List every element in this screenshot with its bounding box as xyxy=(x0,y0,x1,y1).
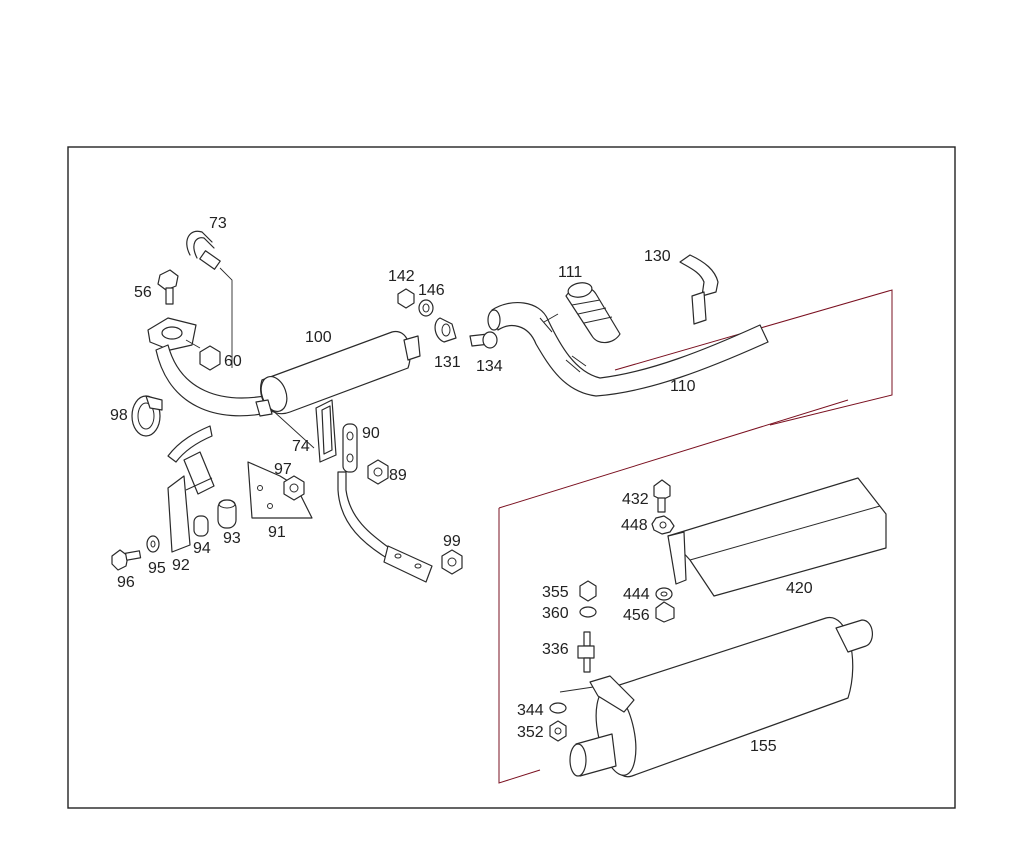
part-73-tube xyxy=(186,230,233,368)
part-355-nut xyxy=(579,580,597,602)
part-93-bushing xyxy=(217,499,237,529)
label-344: 344 xyxy=(517,702,544,719)
part-94-bushing xyxy=(193,515,209,537)
label-355: 355 xyxy=(542,584,569,601)
label-448: 448 xyxy=(621,517,648,534)
part-360-washer xyxy=(579,606,597,618)
label-92: 92 xyxy=(172,557,190,574)
label-130: 130 xyxy=(644,248,671,265)
label-95: 95 xyxy=(148,560,166,577)
part-456-nut xyxy=(655,601,675,623)
muffler-section-top-boundary xyxy=(498,399,849,509)
part-89-nut xyxy=(367,459,389,485)
label-155: 155 xyxy=(750,738,777,755)
label-56: 56 xyxy=(134,284,152,301)
part-134-bolt xyxy=(469,331,498,349)
label-93: 93 xyxy=(223,530,241,547)
part-95-washer xyxy=(146,535,160,553)
label-420: 420 xyxy=(786,580,813,597)
part-352-nut xyxy=(549,720,567,742)
part-155-muffler xyxy=(569,617,873,778)
part-146-washer xyxy=(418,299,434,317)
part-100-muffler xyxy=(255,331,421,417)
label-94: 94 xyxy=(193,540,211,557)
label-134: 134 xyxy=(476,358,503,375)
part-344-washer xyxy=(549,702,567,714)
label-146: 146 xyxy=(418,282,445,299)
part-444-washer xyxy=(655,587,673,601)
label-142: 142 xyxy=(388,268,415,285)
label-60: 60 xyxy=(224,353,242,370)
part-432-bolt xyxy=(653,479,671,513)
part-90-hanger xyxy=(337,423,433,583)
label-336: 336 xyxy=(542,641,569,658)
part-99-nut xyxy=(441,549,463,575)
muffler-section-boundary xyxy=(498,508,541,784)
diagram-frame xyxy=(67,146,956,809)
label-97: 97 xyxy=(274,461,292,478)
part-91-plate xyxy=(247,461,313,519)
label-73: 73 xyxy=(209,215,227,232)
label-91: 91 xyxy=(268,524,286,541)
part-420-heat-shield xyxy=(667,477,887,597)
label-98: 98 xyxy=(110,407,128,424)
label-432: 432 xyxy=(622,491,649,508)
label-89: 89 xyxy=(389,467,407,484)
label-456: 456 xyxy=(623,607,650,624)
part-131-clamp xyxy=(434,317,457,343)
part-56-bolt xyxy=(157,269,179,305)
part-448-washer xyxy=(651,515,675,535)
part-60-nut xyxy=(199,345,221,371)
label-131: 131 xyxy=(434,354,461,371)
rear-section-boundary xyxy=(614,289,893,426)
label-90: 90 xyxy=(362,425,380,442)
label-74: 74 xyxy=(292,438,310,455)
part-98-clamp xyxy=(131,395,163,437)
part-74-bracket xyxy=(269,399,337,463)
part-96-bolt xyxy=(111,549,142,571)
part-92-bracket xyxy=(167,425,215,553)
label-96: 96 xyxy=(117,574,135,591)
label-360: 360 xyxy=(542,605,569,622)
part-111-sleeve xyxy=(565,282,621,344)
label-352: 352 xyxy=(517,724,544,741)
part-142-nut xyxy=(397,288,415,309)
label-100: 100 xyxy=(305,329,332,346)
part-97-nut xyxy=(283,475,305,501)
label-111: 111 xyxy=(558,264,582,281)
label-99: 99 xyxy=(443,533,461,550)
label-110: 110 xyxy=(670,378,696,395)
part-110-pipe xyxy=(487,302,769,397)
part-130-strap xyxy=(679,254,719,325)
label-444: 444 xyxy=(623,586,650,603)
